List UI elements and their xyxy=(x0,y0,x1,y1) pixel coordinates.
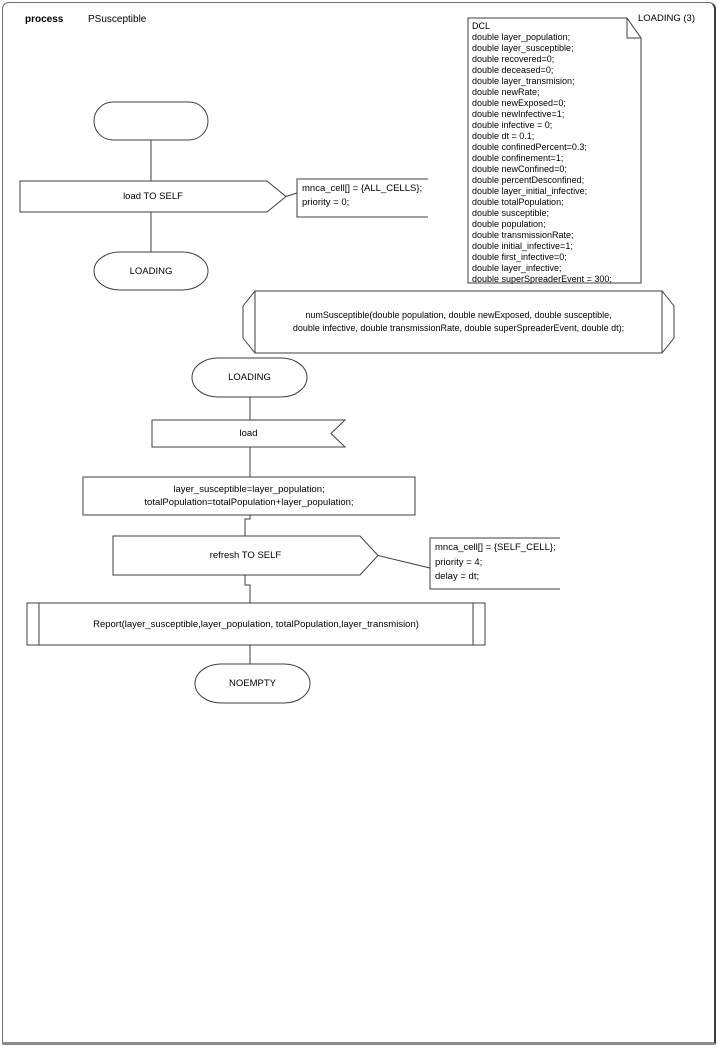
output-refresh-to-self-label: refresh TO SELF xyxy=(209,550,282,561)
connector-output2-to-comment2 xyxy=(377,555,431,569)
state2-loading-label: LOADING xyxy=(228,372,271,383)
connector-output2-to-call xyxy=(244,575,251,603)
state1-loading-label: LOADING xyxy=(129,265,173,277)
state3-noempty-label: NOEMPTY xyxy=(229,678,276,689)
call-report-label: Report(layer_susceptible,layer_populatio… xyxy=(93,618,419,630)
dcl-note-fold xyxy=(626,18,641,39)
task-assignment-shape xyxy=(82,476,416,516)
dcl-note-shape xyxy=(467,17,642,284)
comment1-text: mnca_cell[] = {ALL_CELLS}; priority = 0; xyxy=(302,183,423,208)
dcl-text: DCL double layer_population; double laye… xyxy=(472,21,612,284)
process-name: PSusceptible xyxy=(88,14,147,25)
output-load-to-self-shape xyxy=(19,180,287,213)
state1-loading-shape xyxy=(93,251,209,291)
connector-task-to-output2 xyxy=(244,515,251,536)
page-corner-label: LOADING (3) xyxy=(638,13,696,24)
procedure-decl-text: numSusceptible(double population, double… xyxy=(292,310,625,333)
comment2-shape xyxy=(429,537,560,590)
process-keyword: process xyxy=(25,14,64,25)
state3-noempty-shape xyxy=(194,663,311,704)
call-report-shape xyxy=(26,602,486,646)
input-load-label: load xyxy=(239,428,258,439)
connector-output-to-comment1 xyxy=(285,192,298,197)
input-load-shape xyxy=(151,419,347,448)
output-refresh-to-self-shape xyxy=(112,535,379,576)
comment1-shape xyxy=(296,178,428,218)
comment2-text: mnca_cell[] = {SELF_CELL}; priority = 4;… xyxy=(435,542,556,582)
output-load-to-self-label: load TO SELF xyxy=(123,191,183,202)
start-terminator-shape xyxy=(93,101,209,141)
task-assignment-text: layer_susceptible=layer_population; tota… xyxy=(144,484,354,508)
